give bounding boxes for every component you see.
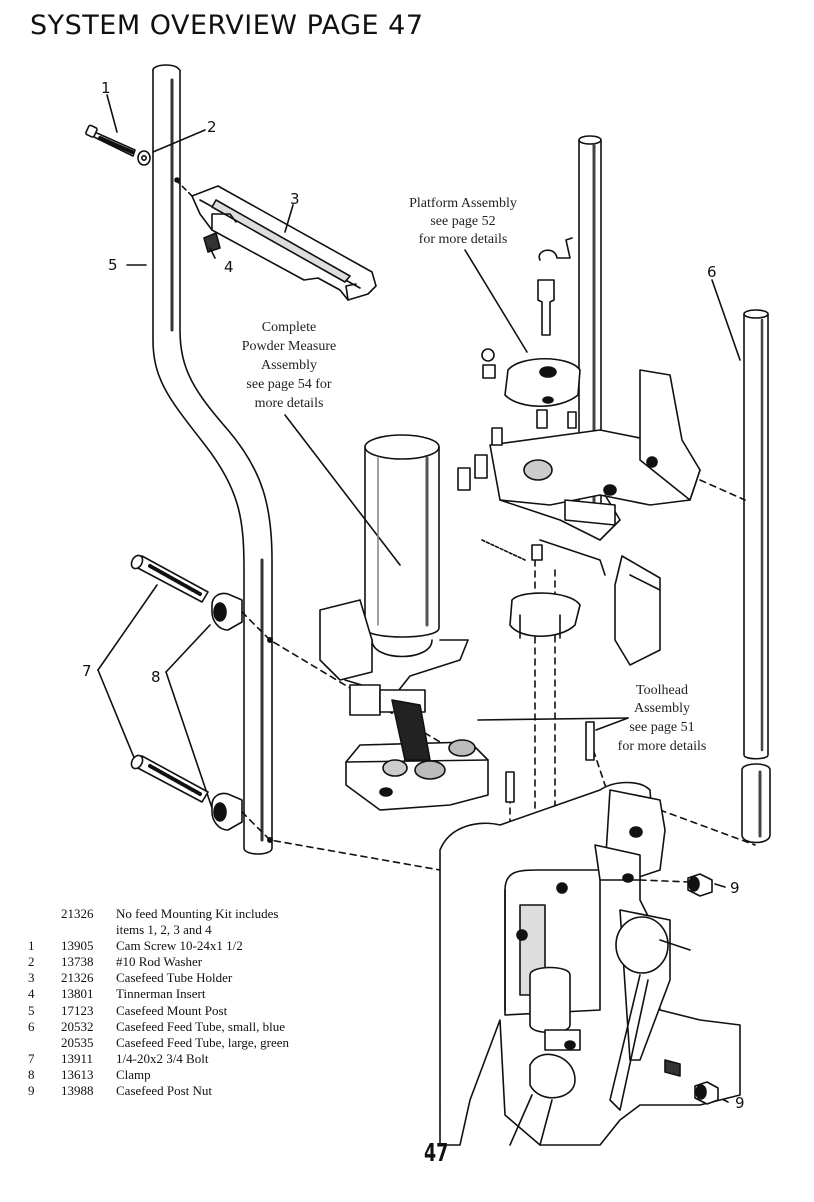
part-description: Tinnerman Insert <box>116 986 206 1002</box>
callout-number-2: 2 <box>207 118 217 136</box>
powder-note-line-1: Complete <box>262 320 316 335</box>
callout-number-8: 8 <box>151 668 161 686</box>
powder-note-line-4: see page 54 for <box>246 377 331 392</box>
part-number: 20532 <box>61 1018 94 1034</box>
parts-row: 2 13738 #10 Rod Washer <box>28 954 289 970</box>
clamp-lower <box>211 792 243 831</box>
part-number: 13613 <box>61 1066 94 1082</box>
powder-note-line-3: Assembly <box>261 358 317 373</box>
callout-number-4: 4 <box>224 258 234 276</box>
item-number: 9 <box>28 1083 35 1099</box>
item-number: 1 <box>28 938 35 954</box>
parts-row: 6 20532 Casefeed Feed Tube, small, blue <box>28 1019 289 1035</box>
part-number: 21326 <box>61 906 94 921</box>
parts-row: 20535 Casefeed Feed Tube, large, green <box>28 1035 289 1051</box>
item-number: 6 <box>28 1018 35 1034</box>
parts-row: 8 13613 Clamp <box>28 1067 289 1083</box>
part-description: 1/4-20x2 3/4 Bolt <box>116 1050 209 1066</box>
page-number: 47 <box>424 1138 449 1167</box>
rod-washer <box>137 150 151 166</box>
part-number: 17123 <box>61 1002 94 1018</box>
powder-note-line-5: more details <box>255 396 324 411</box>
part-description: Casefeed Feed Tube, small, blue <box>116 1018 285 1034</box>
toolhead-note-line-2: Assembly <box>634 701 690 716</box>
item-number <box>28 922 61 938</box>
casefeed-mount-post <box>152 64 273 855</box>
part-description: Casefeed Feed Tube, large, green <box>116 1034 290 1050</box>
casefeed-feed-tube <box>741 309 771 844</box>
part-description: Cam Screw 10-24x1 1/2 <box>116 938 243 954</box>
powder-measure <box>319 434 489 811</box>
parts-row: items 1, 2, 3 and 4 <box>28 922 289 938</box>
part-number: 20535 <box>61 1034 94 1050</box>
part-description: items 1, 2, 3 and 4 <box>116 922 212 938</box>
tinnerman-insert <box>203 232 221 253</box>
page-title: SYSTEM OVERVIEW PAGE 47 <box>30 10 424 41</box>
parts-row: 7 13911 1/4-20x2 3/4 Bolt <box>28 1051 289 1067</box>
part-number: 13988 <box>61 1083 94 1099</box>
casefeed-post-nut-lower <box>694 1081 719 1105</box>
platform-assembly <box>457 135 701 666</box>
part-description: Casefeed Tube Holder <box>116 970 233 986</box>
platform-note-line-2: see page 52 <box>430 214 495 229</box>
platform-note-line-3: for more details <box>419 232 508 247</box>
parts-row: 9 13988 Casefeed Post Nut <box>28 1083 289 1099</box>
part-number: 13738 <box>61 954 94 970</box>
platform-note-line-1: Platform Assembly <box>409 196 517 211</box>
toolhead-note-line-3: see page 51 <box>629 720 694 735</box>
parts-row: 4 13801 Tinnerman Insert <box>28 986 289 1002</box>
part-description: No feed Mounting Kit includes <box>116 906 279 921</box>
callout-number-9-lower: 9 <box>735 1094 745 1112</box>
parts-row: 5 17123 Casefeed Mount Post <box>28 1003 289 1019</box>
item-number: 8 <box>28 1066 35 1082</box>
part-description: Clamp <box>116 1066 151 1082</box>
item-number: 3 <box>28 970 35 986</box>
item-number: 5 <box>28 1002 35 1018</box>
part-description: #10 Rod Washer <box>116 954 203 970</box>
item-number: 7 <box>28 1050 35 1066</box>
bolt-upper <box>130 554 209 603</box>
press-frame <box>439 781 741 1146</box>
part-number: 13905 <box>61 938 94 954</box>
part-number <box>61 922 116 938</box>
part-number: 13801 <box>61 986 94 1002</box>
toolhead-note-line-4: for more details <box>618 739 707 754</box>
parts-row: 1 13905 Cam Screw 10-24x1 1/2 <box>28 938 289 954</box>
callout-number-6: 6 <box>707 263 717 281</box>
bolt-lower <box>130 754 209 803</box>
item-number: 2 <box>28 954 35 970</box>
callout-number-9-upper: 9 <box>730 879 740 897</box>
callout-number-7: 7 <box>82 662 92 680</box>
parts-list: 21326 No feed Mounting Kit includes items… <box>28 906 289 1099</box>
powder-note-line-2: Powder Measure <box>242 339 336 354</box>
item-number <box>28 1035 61 1051</box>
parts-row: 21326 No feed Mounting Kit includes <box>28 906 289 922</box>
part-number: 21326 <box>61 970 94 986</box>
casefeed-post-nut-upper <box>687 873 713 897</box>
part-description: Casefeed Post Nut <box>116 1083 213 1099</box>
part-number: 13911 <box>61 1050 94 1066</box>
callout-number-1: 1 <box>101 79 111 97</box>
item-number: 4 <box>28 986 35 1002</box>
callout-number-5: 5 <box>108 256 118 274</box>
cam-screw <box>85 124 136 157</box>
callout-number-3: 3 <box>290 190 300 208</box>
toolhead-note-line-1: Toolhead <box>636 683 688 698</box>
part-description: Casefeed Mount Post <box>116 1002 228 1018</box>
parts-row: 3 21326 Casefeed Tube Holder <box>28 970 289 986</box>
clamp-upper <box>211 592 243 631</box>
casefeed-tube-holder <box>175 179 377 301</box>
item-number <box>28 906 61 922</box>
